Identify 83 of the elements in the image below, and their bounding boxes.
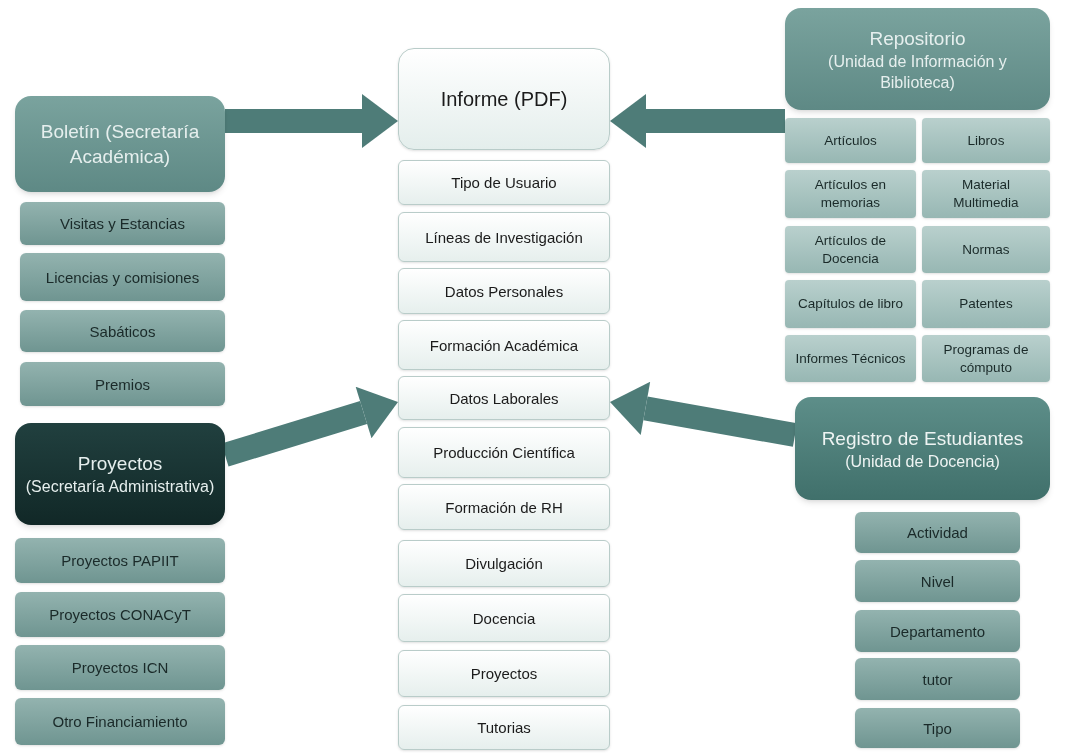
box	[398, 212, 610, 262]
box	[855, 708, 1020, 748]
box-heading: Informes Técnicos	[795, 349, 906, 368]
box	[855, 610, 1020, 652]
box	[398, 268, 610, 314]
box	[15, 96, 225, 192]
box-heading: Repositorio	[869, 26, 966, 51]
box	[922, 170, 1050, 218]
box-heading: Boletín (Secretaría Académica)	[39, 120, 201, 169]
box	[20, 310, 225, 352]
box-heading: Formación Académica	[429, 335, 579, 355]
box-heading: Formación de RH	[445, 497, 563, 517]
box-heading: Artículos en memorias	[813, 176, 888, 212]
box	[15, 423, 225, 525]
box	[785, 170, 916, 218]
box	[398, 320, 610, 370]
box	[855, 560, 1020, 602]
box-heading: Visitas y Estancias	[60, 214, 185, 233]
box-heading: Divulgación	[465, 554, 543, 573]
box-heading: Programas de cómputo	[942, 340, 1030, 377]
box-heading: Capítulos de libro	[797, 295, 904, 313]
box	[15, 592, 225, 637]
box-heading: Tipo de Usuario	[451, 173, 557, 192]
box	[15, 645, 225, 690]
box	[398, 484, 610, 530]
box	[785, 8, 1050, 110]
box	[398, 48, 610, 150]
box-heading: Patentes	[959, 295, 1013, 313]
box-heading: Tipo	[923, 718, 952, 738]
box	[785, 335, 916, 382]
box	[785, 226, 916, 273]
box	[795, 397, 1050, 500]
box-heading: Datos Laborales	[449, 388, 559, 408]
box-heading: Proyectos ICN	[71, 658, 169, 677]
block-arrow	[225, 94, 398, 148]
box	[398, 376, 610, 420]
box-heading: Otro Financiamiento	[52, 712, 188, 731]
box-heading: Informe (PDF)	[440, 87, 568, 112]
box	[20, 253, 225, 301]
box-heading: Material Multimedia	[952, 176, 1020, 212]
box-heading: Proyectos PAPIIT	[61, 551, 179, 570]
box	[922, 226, 1050, 273]
box-heading: Tutorias	[477, 718, 531, 737]
box-heading: Sabáticos	[89, 321, 156, 341]
box-heading: Nivel	[920, 571, 955, 591]
block-arrow	[610, 94, 785, 148]
box	[785, 118, 916, 163]
box-heading: Proyectos CONACyT	[49, 605, 191, 624]
box	[398, 160, 610, 205]
box-subtitle: (Unidad de Docencia)	[845, 451, 1000, 472]
box	[15, 538, 225, 583]
box-heading: Artículos de Docencia	[813, 231, 888, 268]
box-heading: Producción Científica	[433, 443, 575, 462]
box-heading: Licencias y comisiones	[45, 267, 200, 287]
box	[398, 705, 610, 750]
box-heading: Proyectos	[77, 452, 163, 476]
box-heading: Datos Personales	[444, 281, 564, 301]
box-heading: tutor	[922, 669, 953, 689]
box-heading: Libros	[967, 131, 1005, 150]
box	[398, 650, 610, 697]
box	[922, 335, 1050, 382]
box	[398, 540, 610, 587]
box-heading: Actividad	[907, 523, 968, 542]
box	[922, 280, 1050, 328]
box-heading: Artículos	[824, 131, 877, 150]
box-heading: Líneas de Investigación	[425, 227, 583, 247]
box-subtitle: (Unidad de Información y Biblioteca)	[827, 51, 1008, 93]
box-subtitle: (Secretaría Administrativa)	[25, 477, 215, 497]
box	[20, 202, 225, 245]
box	[855, 658, 1020, 700]
box-heading: Normas	[962, 240, 1010, 259]
box-heading: Proyectos	[470, 664, 538, 683]
box	[398, 427, 610, 478]
box	[20, 362, 225, 406]
box	[855, 512, 1020, 553]
box-heading: Departamento	[889, 621, 986, 641]
box-heading: Docencia	[472, 608, 536, 628]
box	[15, 698, 225, 745]
box	[785, 280, 916, 328]
box	[398, 594, 610, 642]
box-heading: Registro de Estudiantes	[821, 426, 1024, 451]
box	[922, 118, 1050, 163]
box-heading: Premios	[95, 374, 150, 394]
